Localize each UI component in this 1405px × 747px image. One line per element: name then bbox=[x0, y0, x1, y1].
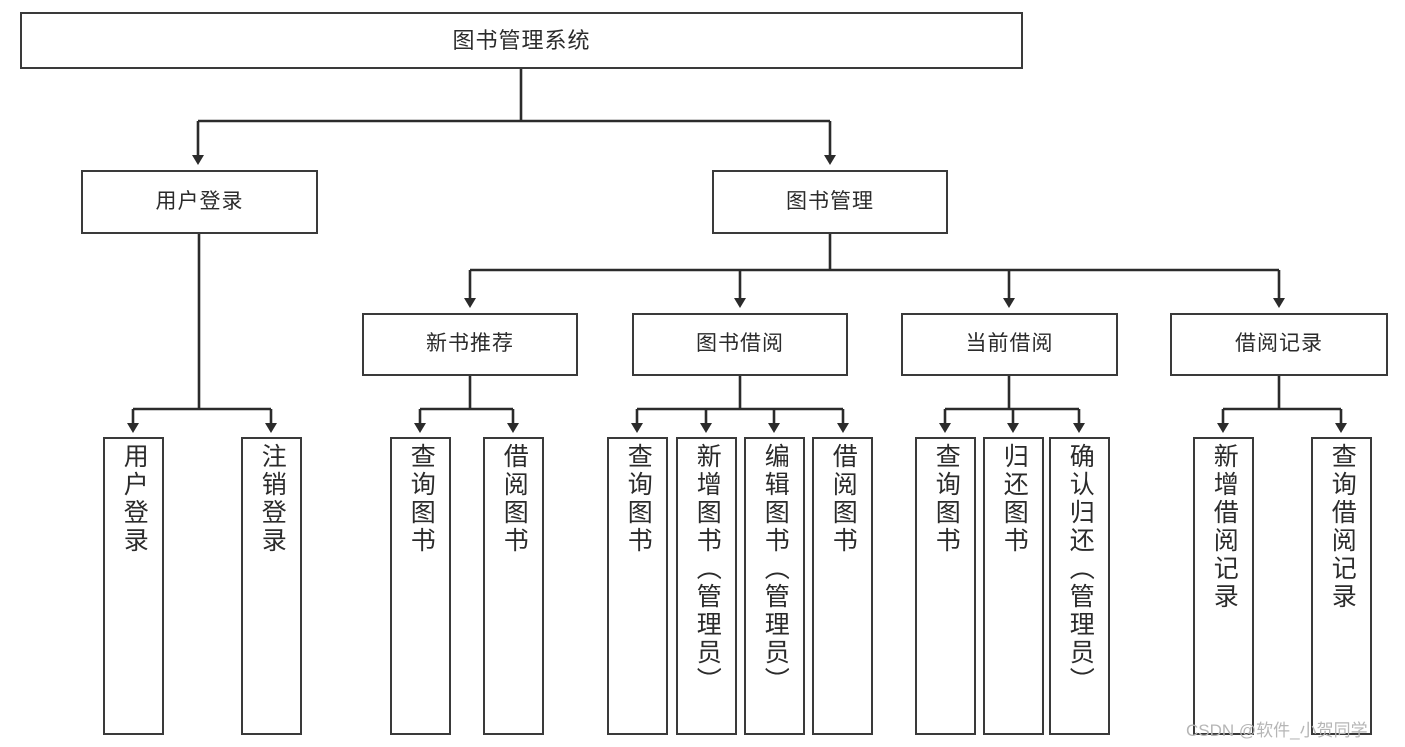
leaf-node-add-book-admin-label: 新增图书（管理员） bbox=[693, 443, 722, 695]
leaf-node-borrow-book-recommend[interactable]: 借阅图书 bbox=[483, 437, 544, 735]
leaf-node-query-book-recommend[interactable]: 查询图书 bbox=[390, 437, 451, 735]
node-current-borrow[interactable]: 当前借阅 bbox=[901, 313, 1118, 376]
leaf-node-add-borrow-record-label: 新增借阅记录 bbox=[1210, 443, 1239, 611]
node-new-book-recommend[interactable]: 新书推荐 bbox=[362, 313, 578, 376]
leaf-node-borrow-book-label: 借阅图书 bbox=[829, 443, 858, 555]
node-new-book-recommend-label: 新书推荐 bbox=[426, 332, 514, 356]
node-book-borrow[interactable]: 图书借阅 bbox=[632, 313, 848, 376]
node-book-management[interactable]: 图书管理 bbox=[712, 170, 948, 234]
watermark-text: CSDN @软件_小贺同学 bbox=[1186, 721, 1368, 740]
leaf-node-query-book-borrow-label: 查询图书 bbox=[624, 443, 653, 555]
node-book-management-label: 图书管理 bbox=[786, 189, 874, 213]
leaf-node-add-book-admin[interactable]: 新增图书（管理员） bbox=[676, 437, 737, 735]
leaf-node-query-book-recommend-label: 查询图书 bbox=[407, 443, 436, 555]
node-book-borrow-label: 图书借阅 bbox=[696, 332, 784, 356]
leaf-node-borrow-book-recommend-label: 借阅图书 bbox=[500, 443, 529, 555]
leaf-node-user-login-label: 用户登录 bbox=[120, 443, 149, 555]
leaf-node-add-borrow-record[interactable]: 新增借阅记录 bbox=[1193, 437, 1254, 735]
leaf-node-query-book-current-label: 查询图书 bbox=[932, 443, 961, 555]
leaf-node-logout-label: 注销登录 bbox=[258, 443, 287, 555]
node-borrow-record-label: 借阅记录 bbox=[1235, 332, 1323, 356]
leaf-node-edit-book-admin-label: 编辑图书（管理员） bbox=[761, 443, 790, 695]
leaf-node-return-book[interactable]: 归还图书 bbox=[983, 437, 1044, 735]
leaf-node-return-book-label: 归还图书 bbox=[1000, 443, 1029, 555]
node-user-login[interactable]: 用户登录 bbox=[81, 170, 318, 234]
leaf-node-query-book-current[interactable]: 查询图书 bbox=[915, 437, 976, 735]
leaf-node-query-borrow-record-label: 查询借阅记录 bbox=[1328, 443, 1357, 611]
leaf-node-edit-book-admin[interactable]: 编辑图书（管理员） bbox=[744, 437, 805, 735]
node-current-borrow-label: 当前借阅 bbox=[965, 332, 1054, 356]
leaf-node-query-borrow-record[interactable]: 查询借阅记录 bbox=[1311, 437, 1372, 735]
leaf-node-borrow-book[interactable]: 借阅图书 bbox=[812, 437, 873, 735]
leaf-node-user-login[interactable]: 用户登录 bbox=[103, 437, 164, 735]
leaf-node-confirm-return-admin[interactable]: 确认归还（管理员） bbox=[1049, 437, 1110, 735]
node-root[interactable]: 图书管理系统 bbox=[20, 12, 1023, 69]
node-user-login-label: 用户登录 bbox=[155, 189, 244, 213]
leaf-node-logout[interactable]: 注销登录 bbox=[241, 437, 302, 735]
leaf-node-query-book-borrow[interactable]: 查询图书 bbox=[607, 437, 668, 735]
node-root-label: 图书管理系统 bbox=[452, 27, 591, 53]
leaf-node-confirm-return-admin-label: 确认归还（管理员） bbox=[1066, 443, 1095, 695]
node-borrow-record[interactable]: 借阅记录 bbox=[1170, 313, 1388, 376]
